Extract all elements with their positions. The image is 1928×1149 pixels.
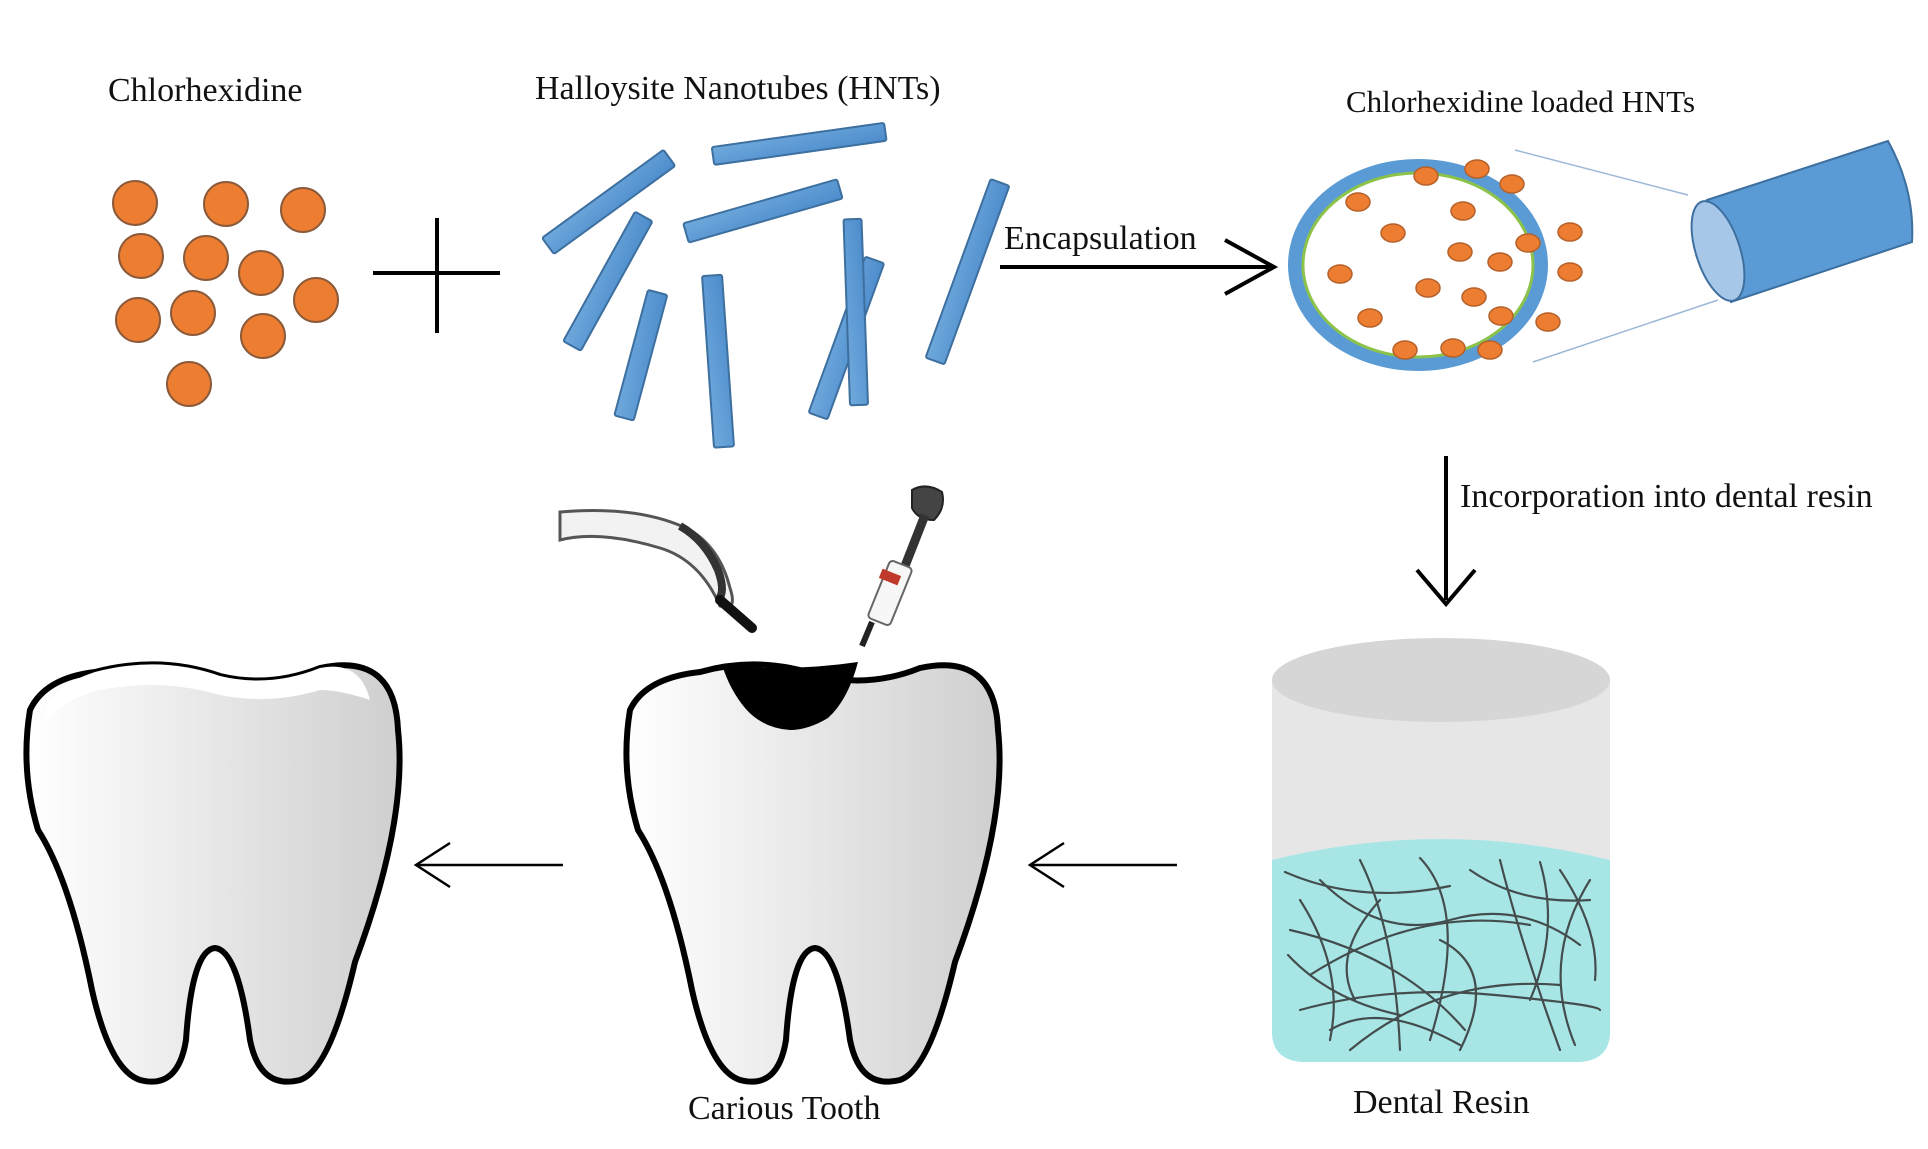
drug-particle [238,250,284,296]
hnt-cylinder [1690,139,1914,304]
drug-particle [203,181,249,227]
drug-particle [1557,262,1583,282]
drug-particle [1461,287,1487,307]
syringe-icon [859,485,944,648]
drug-particle [118,233,164,279]
drug-particle [280,187,326,233]
nanotube [842,217,869,407]
nanotube [682,178,844,244]
curing-light-icon [558,509,757,633]
drug-particle [1464,159,1490,179]
drug-particle [1357,308,1383,328]
plus-icon [373,218,500,333]
drug-particle [240,313,286,359]
drug-particle [1535,312,1561,332]
nanotube [925,178,1010,365]
arrow-resin-to-tooth [1027,841,1177,889]
drug-particle [1450,201,1476,221]
drug-particle [1499,174,1525,194]
loaded-hnt-cross-section [1288,149,1719,371]
dental-resin-container [1272,638,1610,1062]
drug-particle [1345,192,1371,212]
drug-particle [1447,242,1473,262]
drug-particle [112,180,158,226]
nanotube [613,289,668,422]
nanotube [562,211,653,352]
drug-particle [170,290,216,336]
loaded-hnts-label: Chlorhexidine loaded HNTs [1346,84,1696,119]
nanotubes [541,122,1010,449]
drug-particle [293,277,339,323]
drug-particle [1327,264,1353,284]
drug-particle [1515,233,1541,253]
hnts-label: Halloysite Nanotubes (HNTs) [535,70,941,107]
nanotube [701,273,735,449]
drug-particle [1440,338,1466,358]
nanotube [711,122,888,166]
drug-particle [1487,252,1513,272]
drug-particle [166,361,212,407]
carious-tooth-label: Carious Tooth [688,1090,881,1127]
drug-particle [115,297,161,343]
drug-particle [1392,340,1418,360]
drug-particle [1488,306,1514,326]
drug-particle [1380,223,1406,243]
chlorhexidine-label: Chlorhexidine [108,72,303,109]
dental-resin-label: Dental Resin [1353,1084,1530,1121]
chlorhexidine-particles [112,180,339,407]
incorporation-arrow [1415,456,1477,608]
carious-tooth [623,661,1003,1085]
nanotube [541,149,676,255]
encapsulation-arrow [1000,238,1279,296]
caries-cavity [722,662,858,730]
drug-particle [1415,278,1441,298]
restored-tooth [23,661,403,1085]
arrow-tooth-to-restored [413,841,563,889]
drug-particle [1477,340,1503,360]
incorporation-label: Incorporation into dental resin [1460,478,1873,515]
drug-particle [183,235,229,281]
drug-particle [1557,222,1583,242]
drug-particle [1413,166,1439,186]
encapsulation-label: Encapsulation [1004,220,1197,257]
